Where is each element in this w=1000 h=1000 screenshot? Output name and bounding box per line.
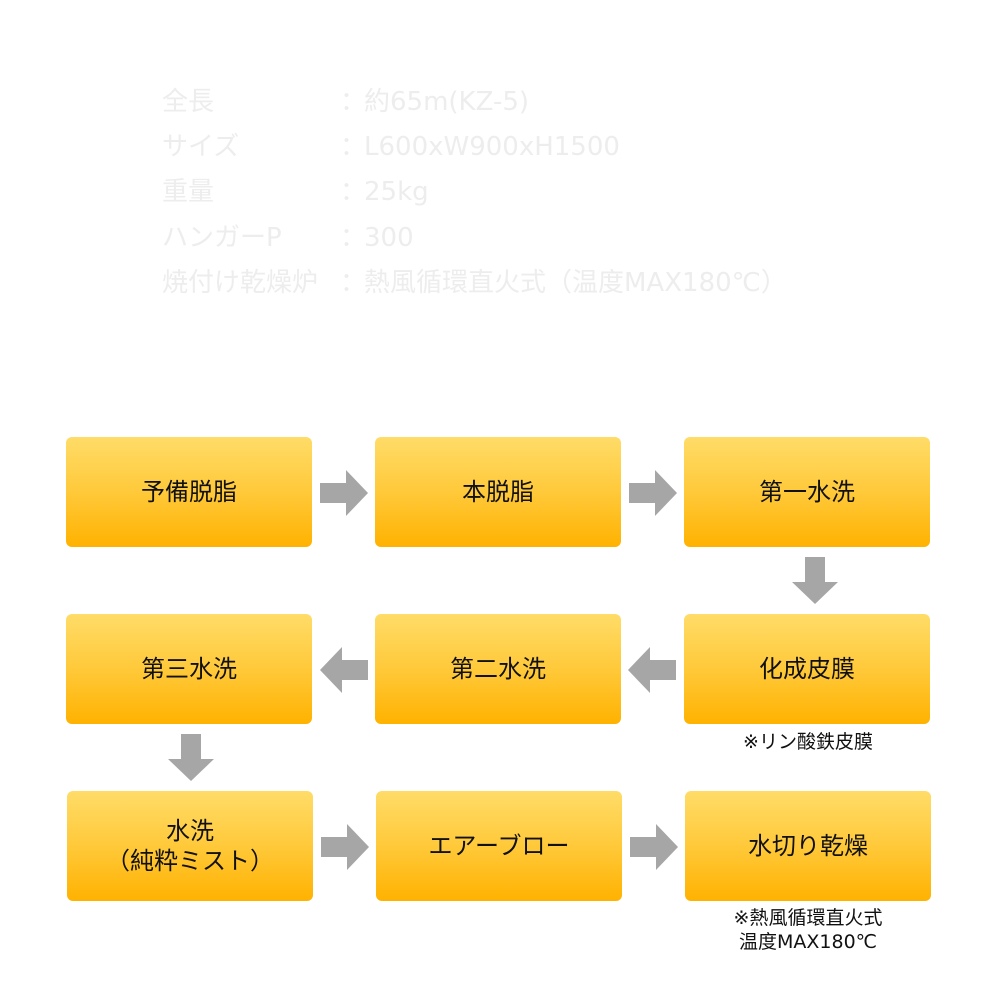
step-pre-degrease: 予備脱脂 <box>66 437 312 547</box>
arrow-right-icon <box>321 824 369 870</box>
step-label: 第一水洗 <box>759 478 855 506</box>
step-label: 化成皮膜 <box>759 655 855 683</box>
spec-colon: ： <box>340 268 367 298</box>
spec-value: 熱風循環直火式（温度MAX180℃） <box>364 268 787 298</box>
arrow-left-icon <box>320 647 368 693</box>
step-label: 第三水洗 <box>141 655 237 683</box>
step-sublabel: （純粋ミスト） <box>106 847 274 875</box>
arrow-right-icon <box>630 824 678 870</box>
step-label: 第二水洗 <box>450 655 546 683</box>
note-iron-phosphate: ※リン酸鉄皮膜 <box>743 731 873 753</box>
arrow-right-icon <box>629 470 677 516</box>
step-label: 本脱脂 <box>462 478 534 506</box>
step-drain-dry: 水切り乾燥 <box>685 791 931 901</box>
step-second-rinse: 第二水洗 <box>375 614 621 724</box>
step-label: 水洗 <box>166 817 214 845</box>
spec-value: 300 <box>364 223 414 253</box>
step-first-rinse: 第一水洗 <box>684 437 930 547</box>
spec-label: 焼付け乾燥炉 <box>162 268 319 298</box>
step-pure-mist-rinse: 水洗（純粋ミスト） <box>67 791 313 901</box>
arrow-down-icon <box>168 734 214 781</box>
arrow-left-icon <box>628 647 676 693</box>
arrow-right-icon <box>320 470 368 516</box>
spec-value: 25kg <box>364 177 429 207</box>
spec-value: L600xW900xH1500 <box>364 132 620 162</box>
step-label: 水切り乾燥 <box>748 832 868 860</box>
spec-value: 約65m(KZ-5) <box>364 87 530 117</box>
spec-label: サイズ <box>162 132 240 162</box>
spec-colon: ： <box>340 223 367 253</box>
spec-label: 全長 <box>162 87 215 117</box>
note-dry-method: ※熱風循環直火式 温度MAX180℃ <box>700 906 916 954</box>
spec-colon: ： <box>340 177 367 207</box>
arrow-down-icon <box>792 557 838 604</box>
note-dry-line2: 温度MAX180℃ <box>738 931 877 953</box>
spec-label: 重量 <box>162 177 215 207</box>
note-dry-line1: ※熱風循環直火式 <box>733 907 883 929</box>
step-third-rinse: 第三水洗 <box>66 614 312 724</box>
step-main-degrease: 本脱脂 <box>375 437 621 547</box>
step-label: エアーブロー <box>428 832 570 860</box>
spec-label: ハンガーP <box>162 223 282 253</box>
step-air-blow: エアーブロー <box>376 791 622 901</box>
spec-colon: ： <box>340 132 367 162</box>
spec-colon: ： <box>340 87 367 117</box>
step-label: 予備脱脂 <box>141 478 237 506</box>
step-conversion-coating: 化成皮膜 <box>684 614 930 724</box>
